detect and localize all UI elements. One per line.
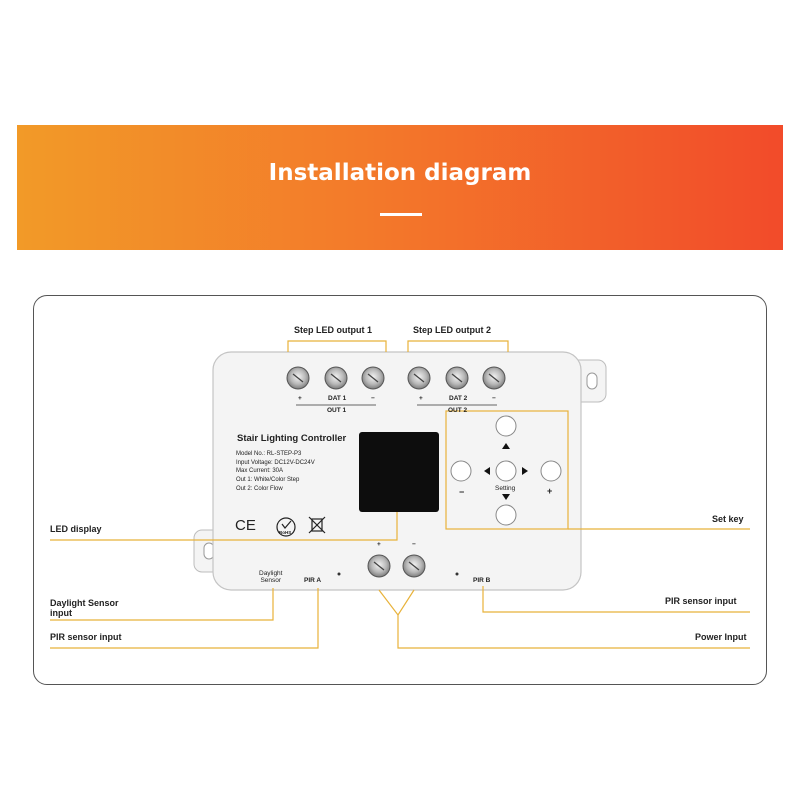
led-display (359, 432, 439, 512)
spec-line: Max Current: 30A (236, 468, 284, 475)
pir-sensor-input-left-callout: PIR sensor input (50, 632, 122, 642)
out1-plus-label: + (298, 395, 302, 402)
pir-a-label: PIR A (304, 577, 322, 584)
banner-underline (380, 213, 422, 216)
power-minus-label: − (412, 541, 416, 548)
header-banner (17, 125, 783, 250)
daylight-sensor-port-label: Daylight Sensor (259, 570, 283, 585)
down-key[interactable] (495, 504, 517, 526)
arrow-down-icon (502, 494, 510, 500)
pir-b-port (455, 572, 459, 576)
ce-mark: CE (235, 517, 256, 534)
leader-lines (50, 340, 750, 649)
right-key[interactable] (540, 460, 562, 482)
out2-minus-label: − (492, 395, 496, 402)
daylight-sensor-input-callout: Daylight Sensor input (50, 598, 119, 619)
spec-line: Input Voltage: DC12V-DC24V (236, 459, 315, 466)
spec-line: Out 1: White/Color Step (236, 477, 300, 484)
out2-label: OUT 2 (448, 407, 468, 414)
setting-key-label: Setting (495, 485, 516, 492)
minus-key-label: − (459, 487, 465, 497)
step-led-output-1-callout: Step LED output 1 (294, 325, 372, 335)
set-key-callout: Set key (712, 514, 744, 524)
step-led-output-2-callout: Step LED output 2 (413, 325, 491, 335)
diagram-panel (33, 295, 767, 685)
pir-a-port (337, 572, 341, 576)
rohs-label: RoHS (279, 530, 292, 535)
arrow-icons (484, 443, 528, 500)
power-plus-label: + (377, 541, 381, 548)
power-input-callout: Power Input (695, 632, 747, 642)
up-key[interactable] (495, 415, 517, 437)
arrow-left-icon (484, 467, 490, 475)
screw-slots (292, 373, 500, 571)
arrow-up-icon (502, 443, 510, 449)
dat1-label: DAT 1 (328, 395, 347, 402)
out1-minus-label: − (371, 395, 375, 402)
banner-title: Installation diagram (268, 160, 532, 186)
out2-plus-label: + (419, 395, 423, 402)
pir-sensor-input-right-callout: PIR sensor input (665, 596, 737, 606)
out1-label: OUT 1 (327, 407, 347, 414)
certification-icons (276, 516, 326, 537)
rohs-check-icon (276, 517, 296, 537)
dat2-label: DAT 2 (449, 395, 468, 402)
mount-hole-right (586, 372, 598, 390)
setting-key[interactable] (495, 460, 517, 482)
spec-line: Out 2: Color Flow (236, 485, 283, 492)
arrow-right-icon (522, 467, 528, 475)
pir-b-label: PIR B (473, 577, 491, 584)
left-key[interactable] (450, 460, 472, 482)
set-keys (450, 415, 562, 526)
weee-bin-icon (311, 518, 323, 532)
device-title: Stair Lighting Controller (237, 433, 347, 444)
plus-key-label: + (547, 486, 553, 496)
led-display-callout: LED display (50, 524, 102, 534)
spec-line: Model No.: RL-STEP-P3 (236, 451, 302, 457)
device-specs: Model No.: RL-STEP-P3 Input Voltage: DC1… (236, 450, 315, 493)
